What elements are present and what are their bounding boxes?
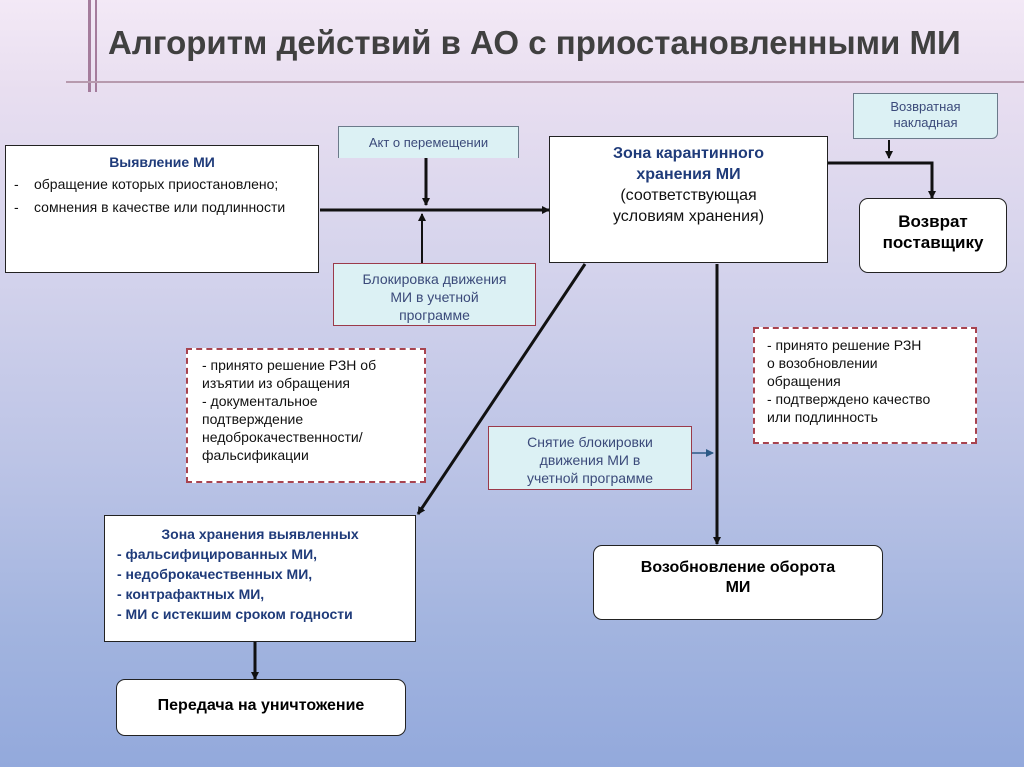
transfer-act-doc: Акт о перемещении — [338, 126, 519, 158]
resumption-line2: МИ — [725, 579, 751, 596]
quarantine-box: Зона карантинного хранения МИ (соответст… — [549, 136, 828, 263]
quarantine-line3: (соответствующая — [620, 187, 757, 204]
return-supplier-line1: Возврат — [898, 212, 968, 231]
detection-list: обращение которых приостановлено; сомнен… — [14, 176, 310, 216]
unblock-movement-doc: Снятие блокировки движения МИ в учетной … — [488, 426, 692, 490]
list-item: - МИ с истекшим сроком годности — [117, 606, 353, 622]
unblock-movement-line3: учетной программе — [526, 470, 654, 486]
resume-conditions: - принято решение РЗН о возобновлении об… — [753, 327, 977, 444]
detection-title: Выявление МИ — [109, 154, 215, 170]
decor-vertical-line — [88, 0, 91, 92]
transfer-act-label: Акт о перемещении — [368, 135, 489, 150]
destruction-box: Передача на уничтожение — [116, 679, 406, 736]
list-item: - контрафактных МИ, — [117, 586, 265, 602]
block-movement-line2: МИ в учетной — [390, 289, 479, 305]
storage-zone-title: Зона хранения выявленных — [161, 526, 359, 542]
list-item: - недоброкачественных МИ, — [117, 566, 313, 582]
withdrawal-conditions: - принято решение РЗН об изъятии из обра… — [186, 348, 426, 483]
return-invoice-line2: накладная — [893, 115, 958, 130]
list-item: обращение которых приостановлено; — [14, 176, 310, 193]
quarantine-line1: Зона карантинного — [612, 145, 765, 162]
detection-box: Выявление МИ обращение которых приостано… — [5, 145, 319, 273]
storage-zone-box: Зона хранения выявленных - фальсифициров… — [104, 515, 416, 642]
return-supplier-line2: поставщику — [882, 233, 984, 252]
unblock-movement-line1: Снятие блокировки — [527, 434, 653, 450]
resumption-box: Возобновление оборота МИ — [593, 545, 883, 620]
decor-horizontal-line — [66, 81, 1024, 83]
block-movement-line1: Блокировка движения — [362, 271, 507, 287]
quarantine-line4: условиям хранения) — [612, 208, 765, 225]
arrow-quarantine-to-return — [828, 161, 936, 199]
block-movement-line3: программе — [399, 307, 470, 323]
block-movement-doc: Блокировка движения МИ в учетной програм… — [333, 263, 536, 326]
decor-vertical-line — [95, 0, 97, 92]
resume-conditions-text: - принято решение РЗН о возобновлении об… — [767, 337, 931, 425]
return-supplier-box: Возврат поставщику — [859, 198, 1007, 273]
return-invoice-doc: Возвратная накладная — [853, 93, 998, 139]
resumption-line1: Возобновление оборота — [640, 559, 836, 576]
unblock-movement-line2: движения МИ в — [539, 452, 641, 468]
return-invoice-line1: Возвратная — [890, 99, 961, 114]
quarantine-line2: хранения МИ — [636, 166, 741, 183]
destruction-label: Передача на уничтожение — [157, 697, 365, 714]
withdrawal-conditions-text: - принято решение РЗН об изъятии из обра… — [202, 357, 377, 463]
list-item: сомнения в качестве или подлинности — [14, 199, 310, 216]
slide-title: Алгоритм действий в АО с приостановленны… — [108, 24, 961, 61]
list-item: - фальсифицированных МИ, — [117, 546, 318, 562]
